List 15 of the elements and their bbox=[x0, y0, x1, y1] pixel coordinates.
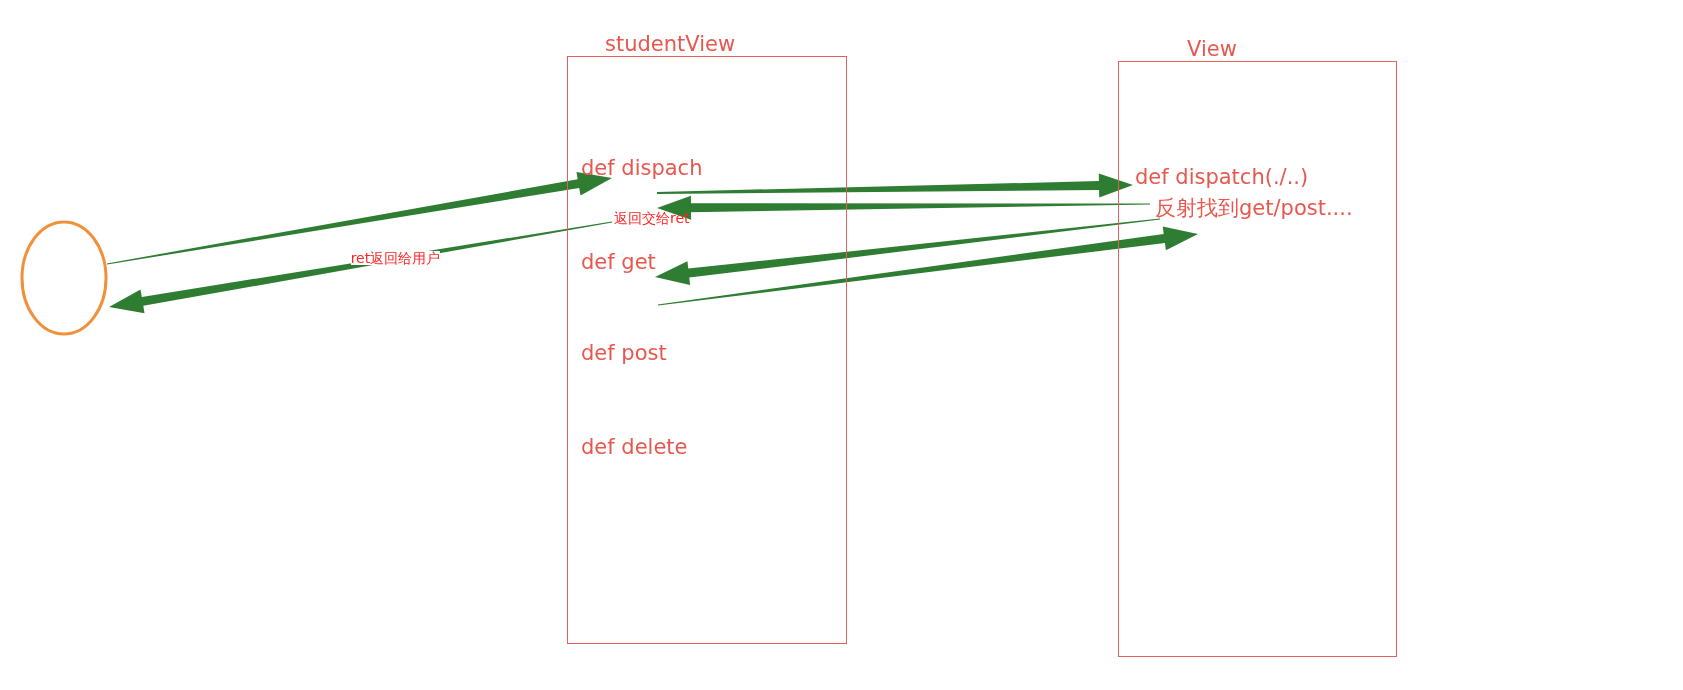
method-text: def post bbox=[581, 343, 667, 364]
class-title: studentView bbox=[605, 34, 736, 55]
arrow bbox=[657, 195, 1150, 220]
method-text: def get bbox=[581, 252, 656, 273]
arrow bbox=[657, 173, 1133, 198]
method-text: def dispatch(./..) bbox=[1135, 167, 1309, 188]
method-text: 反射找到get/post.... bbox=[1155, 198, 1353, 219]
note-text: 返回交给ret bbox=[614, 211, 690, 225]
method-text: def dispach bbox=[581, 158, 703, 179]
arrow bbox=[655, 218, 1161, 285]
class-title: View bbox=[1187, 39, 1237, 60]
arrow bbox=[657, 226, 1198, 306]
method-text: def delete bbox=[581, 437, 688, 458]
edge-label: ret返回给用户 bbox=[350, 251, 441, 266]
arrow bbox=[106, 171, 612, 265]
